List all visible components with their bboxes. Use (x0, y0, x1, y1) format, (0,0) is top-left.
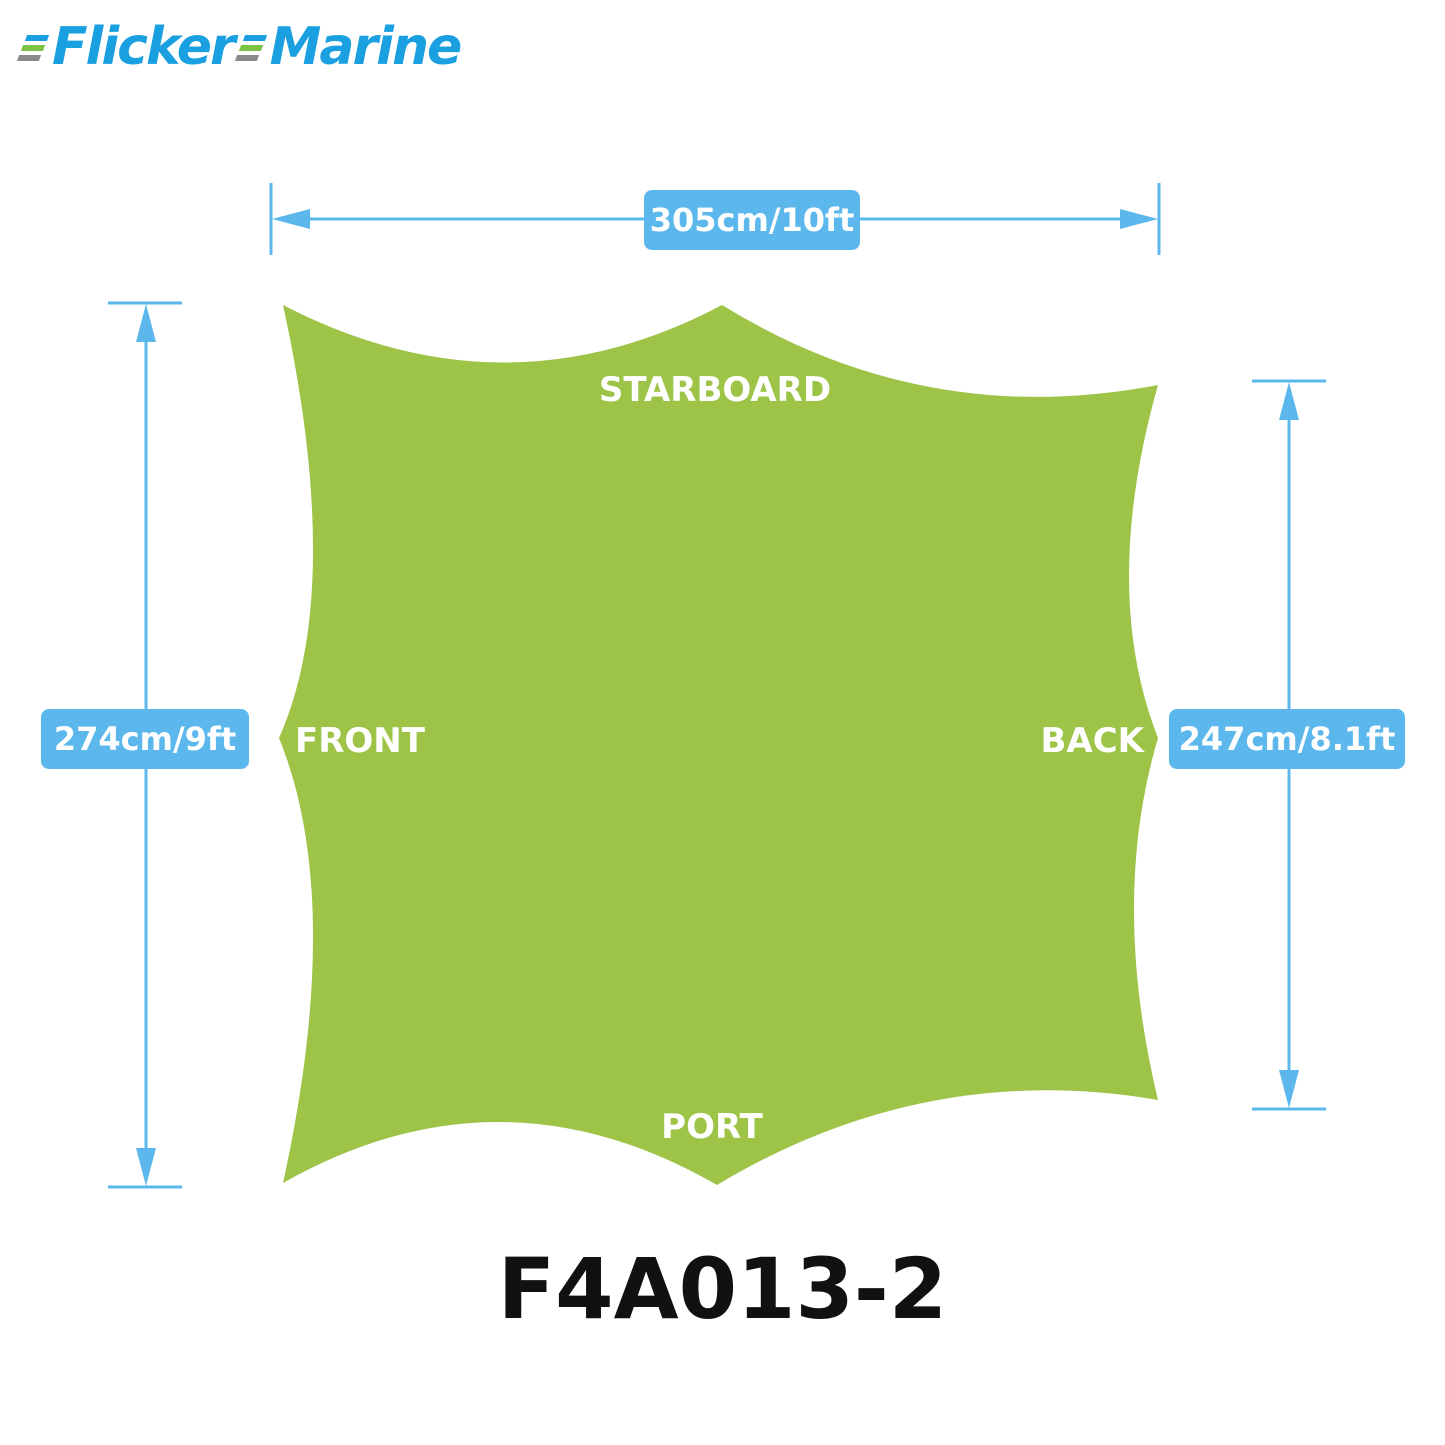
brand-logo: Flicker Marine (16, 14, 463, 80)
arrow-up-icon (136, 304, 156, 342)
back-label: BACK (1040, 721, 1145, 761)
width-label-badge (644, 190, 860, 250)
width-label: 305cm/10ft (650, 201, 855, 239)
left-height-label: 274cm/9ft (54, 720, 236, 758)
front-label: FRONT (295, 721, 426, 761)
brand-name-part1: Flicker (52, 17, 236, 77)
arrow-up-icon (1279, 382, 1299, 420)
starboard-label: STARBOARD (599, 370, 831, 410)
brand-name-part2: Marine (269, 17, 463, 77)
model-number: F4A013-2 (497, 1240, 948, 1338)
arrow-right-icon (1120, 209, 1158, 229)
right-height-label: 247cm/8.1ft (1179, 720, 1396, 758)
port-label: PORT (661, 1107, 763, 1147)
right-height-label-badge (1169, 709, 1405, 769)
arrow-down-icon (1279, 1070, 1299, 1108)
arrow-left-icon (272, 209, 310, 229)
arrow-down-icon (136, 1148, 156, 1186)
shade-sail-shape (279, 305, 1158, 1185)
left-height-label-badge (41, 709, 249, 769)
